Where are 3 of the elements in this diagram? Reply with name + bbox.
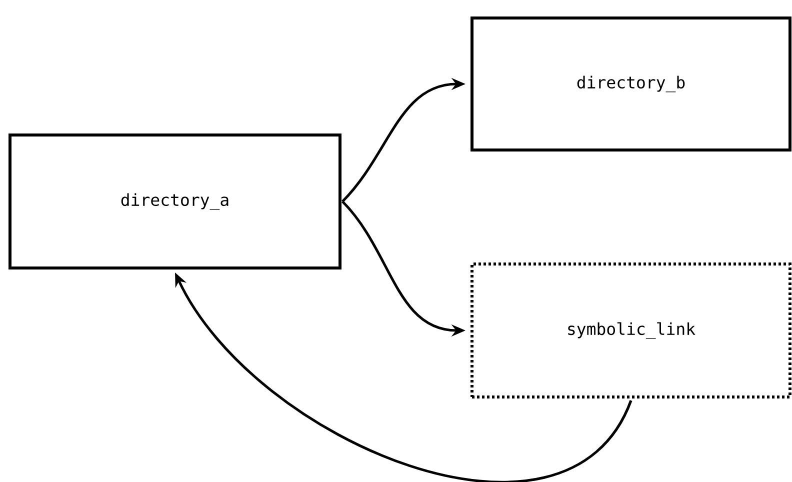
link-box: symbolic_link <box>470 262 792 398</box>
directory-box: directory_a <box>8 134 342 270</box>
directory-box: directory_b <box>470 16 792 152</box>
